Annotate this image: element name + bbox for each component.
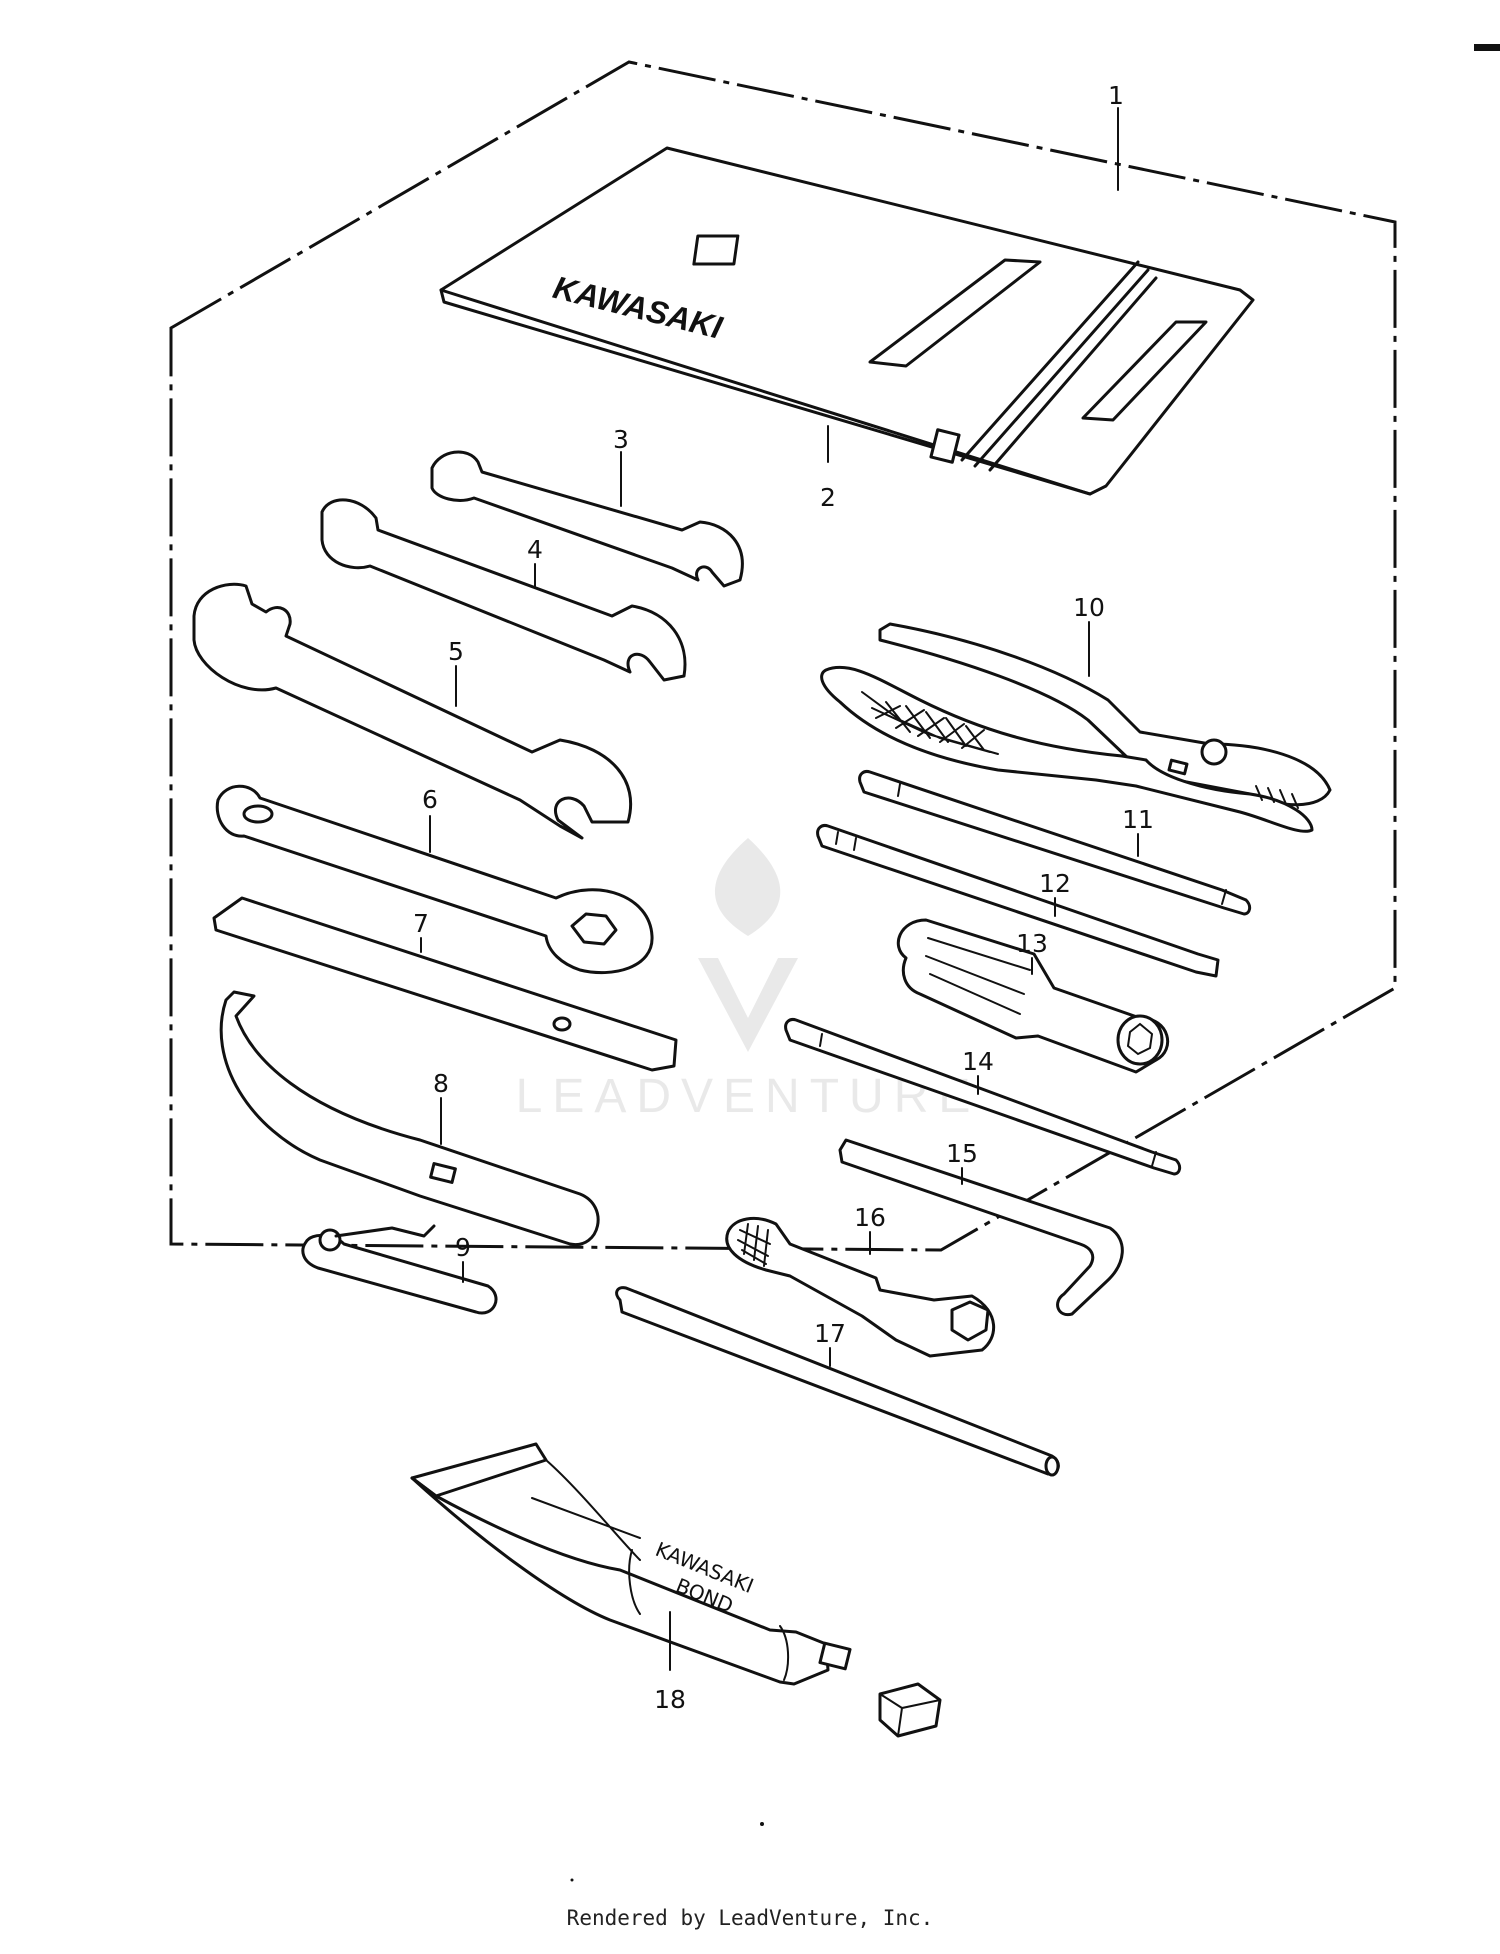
wrench-small bbox=[430, 450, 744, 588]
wrench-medium bbox=[320, 498, 687, 682]
callout-18: 18 bbox=[654, 1685, 686, 1714]
spark-plug-socket bbox=[725, 1216, 996, 1358]
watermark-text: LEADVENTURE bbox=[516, 1070, 981, 1123]
callout-16: 16 bbox=[854, 1203, 886, 1232]
speck bbox=[760, 1822, 764, 1826]
handle-bar bbox=[212, 896, 678, 1072]
gap-gauge bbox=[301, 1224, 498, 1315]
callout-5: 5 bbox=[448, 637, 464, 666]
callout-17: 17 bbox=[814, 1319, 846, 1348]
flame-logo-icon bbox=[698, 838, 798, 1052]
speck bbox=[570, 1878, 574, 1882]
callout-11: 11 bbox=[1122, 805, 1154, 834]
callout-7: 7 bbox=[413, 909, 429, 938]
corner-mark bbox=[1474, 44, 1500, 51]
screwdriver-phillips bbox=[858, 770, 1252, 916]
screwdriver-flat bbox=[816, 824, 1220, 978]
callout-numbers: 1 2 3 4 5 6 7 8 9 10 11 12 13 14 15 16 1… bbox=[413, 81, 1154, 1714]
kit-enclosure-outline bbox=[169, 60, 1397, 1252]
hex-key bbox=[838, 1138, 1124, 1317]
callout-15: 15 bbox=[946, 1139, 978, 1168]
leader-lines bbox=[420, 107, 1139, 1671]
box-wrench bbox=[215, 784, 654, 975]
tool-case: KAWASAKI bbox=[439, 146, 1255, 496]
callout-4: 4 bbox=[527, 535, 543, 564]
screwdriver-phillips-long bbox=[784, 1018, 1182, 1176]
screwdriver-handle bbox=[896, 918, 1170, 1074]
pliers bbox=[820, 622, 1332, 833]
tommy-bar bbox=[615, 1286, 1060, 1477]
callout-6: 6 bbox=[422, 785, 438, 814]
callout-2: 2 bbox=[820, 483, 836, 512]
callout-3: 3 bbox=[613, 425, 629, 454]
hook-spanner bbox=[219, 990, 600, 1246]
callout-8: 8 bbox=[433, 1069, 449, 1098]
callout-13: 13 bbox=[1016, 929, 1048, 958]
callout-12: 12 bbox=[1039, 869, 1071, 898]
callout-10: 10 bbox=[1073, 593, 1105, 622]
callout-14: 14 bbox=[962, 1047, 994, 1076]
render-credit: Rendered by LeadVenture, Inc. bbox=[566, 1906, 934, 1930]
callout-9: 9 bbox=[455, 1233, 471, 1262]
callout-1: 1 bbox=[1108, 81, 1124, 110]
watermark: LEADVENTURE bbox=[516, 838, 981, 1123]
wrench-large bbox=[192, 582, 633, 840]
